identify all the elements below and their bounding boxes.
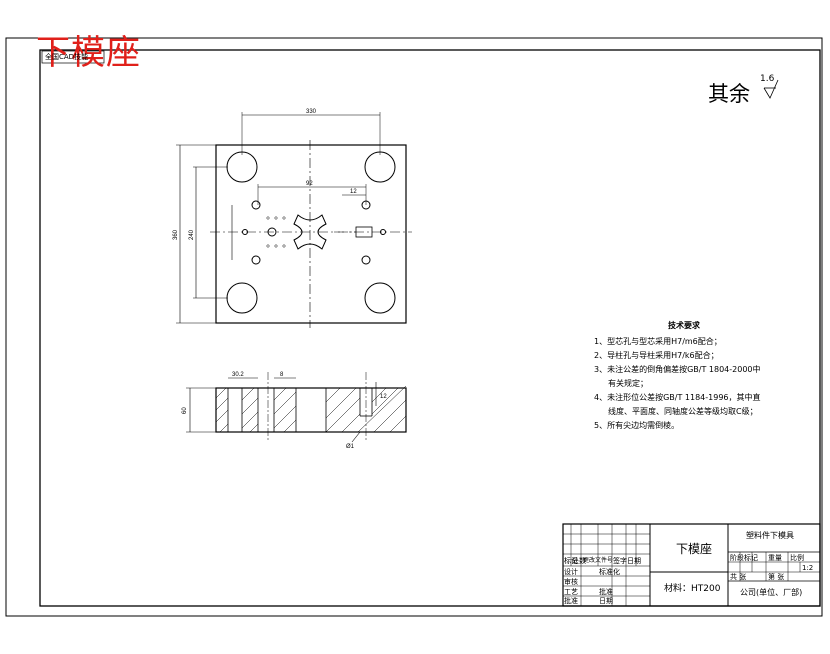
guide-hole — [226, 282, 258, 314]
dim-s5: Ø1 — [346, 444, 355, 450]
corner-tag: 全国CAD技能 — [45, 53, 89, 61]
col-label: 更改文件号 — [583, 557, 614, 564]
material-label: 材料：HT200 — [664, 584, 721, 594]
tech-item: 有关规定； — [608, 379, 648, 388]
row-label: 审核 — [564, 578, 578, 586]
dim-d1: 330 — [306, 109, 317, 115]
col-label: 签字 — [613, 557, 627, 565]
dim-d2: 92 — [306, 181, 313, 187]
tech-item: 1、型芯孔与型芯采用H7/m6配合； — [594, 337, 722, 346]
total-sheets: 共 张 — [730, 573, 747, 581]
dim-d5: 240 — [189, 229, 195, 240]
scale-value: 1:2 — [802, 564, 814, 572]
tech-item: 2、导柱孔与导柱采用H7/k6配合； — [594, 351, 719, 360]
guide-hole — [364, 151, 396, 183]
dim-d4: 360 — [173, 229, 179, 240]
dim-d3: 12 — [350, 189, 357, 195]
sign-cell: 日期 — [599, 597, 613, 605]
ratio-label: 比例 — [790, 554, 804, 562]
project-name: 塑料件下模具 — [746, 531, 794, 540]
guide-hole — [364, 282, 396, 314]
core-cavity — [293, 214, 327, 250]
roughness-symbol — [763, 79, 779, 99]
tech-title: 技术要求 — [668, 321, 700, 330]
small-hole — [380, 229, 386, 235]
dim-s2: 8 — [280, 372, 284, 378]
dim-s4: 60 — [182, 407, 188, 414]
inner-border — [39, 49, 821, 607]
title-block — [562, 523, 821, 607]
row-label: 设计 — [564, 568, 578, 576]
tech-item: 4、未注形位公差按GB/T 1184-1996，其中直 — [594, 393, 761, 402]
dim-s1: 30.2 — [232, 372, 244, 378]
row-label: 批准 — [564, 597, 578, 605]
sign-cell: 标准化 — [599, 568, 620, 576]
tech-item: 线度、平面度、同轴度公差等级均取C级； — [608, 407, 758, 416]
guide-hole — [226, 151, 258, 183]
plan-view — [176, 112, 412, 328]
company-label: 公司(单位、厂部) — [740, 588, 803, 597]
sign-cell: 批准 — [599, 588, 613, 596]
technical-requirements: 技术要求 1、型芯孔与型芯采用H7/m6配合； 2、导柱孔与导柱采用H7/k6配… — [594, 320, 794, 433]
part-name: 下模座 — [676, 542, 713, 556]
weight-label: 重量 — [768, 554, 782, 562]
roughness-value: 1.6 — [760, 74, 775, 84]
stage-label: 阶段标记 — [730, 554, 758, 562]
col-label: 处数 — [572, 557, 586, 565]
section-view — [186, 372, 407, 443]
row-label: 标记 — [564, 557, 578, 565]
row-label: 工艺 — [564, 588, 578, 596]
small-hole — [242, 229, 248, 235]
tech-item: 3、未注公差的倒角偏差按GB/T 1804-2000中 — [594, 365, 761, 374]
small-hole — [251, 255, 261, 265]
corner-tag-box — [41, 50, 105, 64]
plate-outline — [215, 144, 407, 324]
small-hole — [251, 200, 261, 210]
dim-s3: 12 — [380, 394, 387, 400]
small-hole — [361, 255, 371, 265]
tech-item: 5、所有尖边均需倒棱。 — [594, 421, 680, 430]
surface-note: 其余 — [708, 82, 750, 106]
outer-border — [5, 37, 823, 617]
col-label: 日期 — [627, 557, 641, 565]
sheet-number: 第 张 — [768, 573, 785, 581]
small-hole — [267, 227, 277, 237]
overlay-title: 下模座 — [36, 33, 141, 73]
